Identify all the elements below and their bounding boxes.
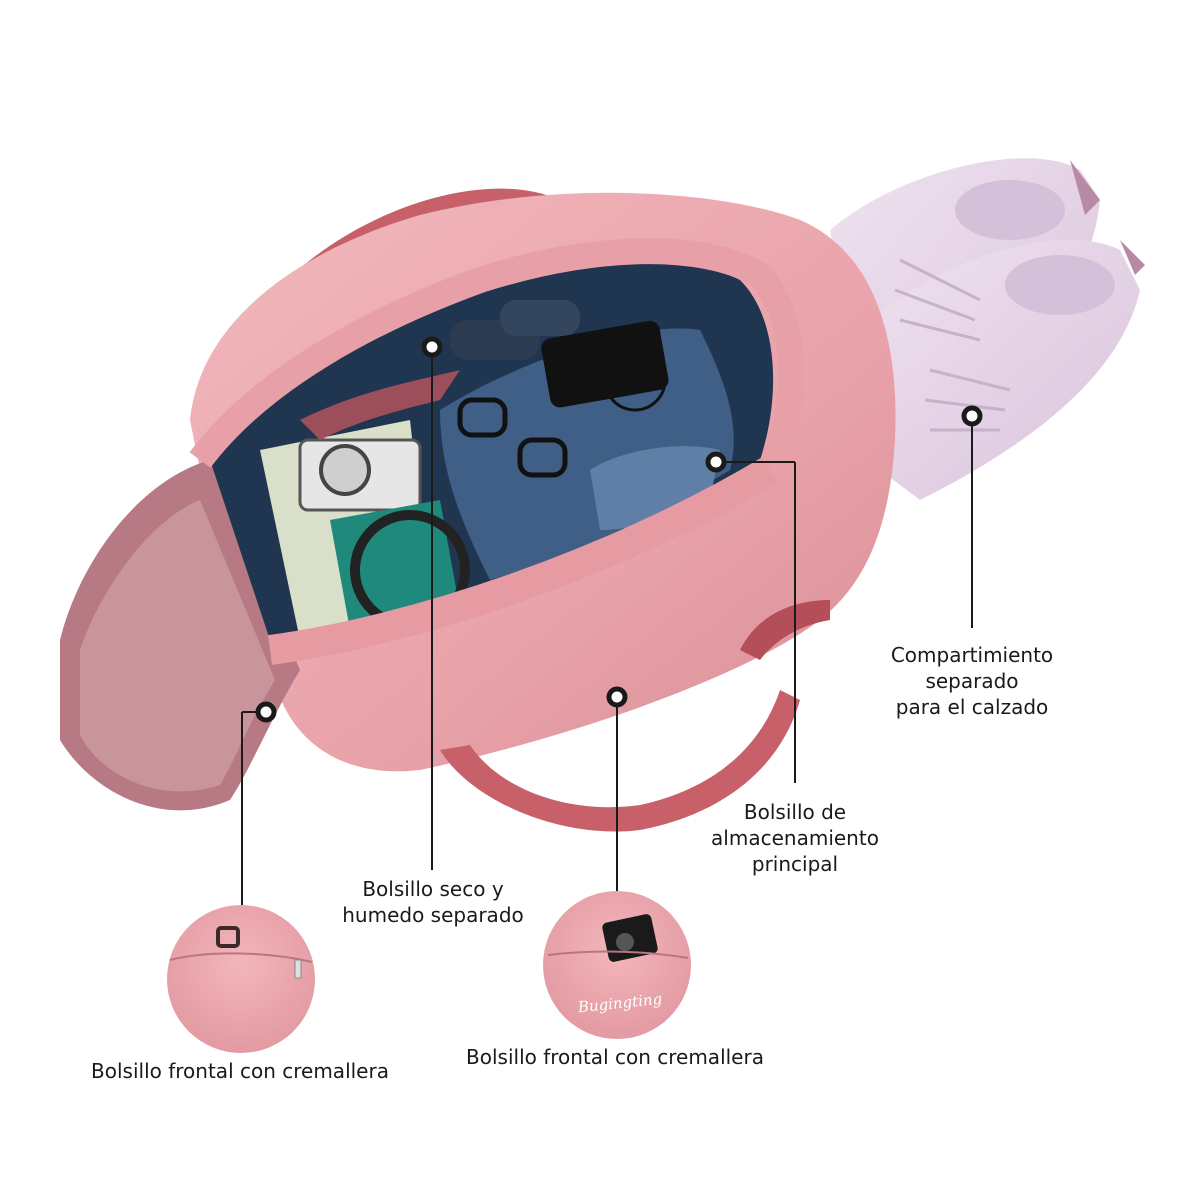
callout-front-pocket-left: Bolsillo frontal con cremallera bbox=[91, 1059, 389, 1083]
front-pocket-zoom-right bbox=[543, 891, 691, 1039]
callout-main-pocket: Bolsillo de almacenamiento principal bbox=[711, 800, 879, 876]
callout-dots bbox=[255, 336, 983, 723]
callout-lines bbox=[241, 350, 973, 905]
bag-contents bbox=[210, 260, 774, 640]
bag-rim bbox=[189, 238, 805, 665]
callout-shoe-compartment: Compartimiento separado para el calzado bbox=[890, 643, 1054, 719]
front-pocket-zoom-left bbox=[167, 905, 315, 1053]
callout-wet-dry-pocket: Bolsillo seco y humedo separado bbox=[342, 877, 524, 927]
side-handle bbox=[440, 600, 830, 832]
callout-front-pocket-right: Bolsillo frontal con cremallera bbox=[466, 1045, 764, 1069]
shoes bbox=[830, 158, 1145, 500]
